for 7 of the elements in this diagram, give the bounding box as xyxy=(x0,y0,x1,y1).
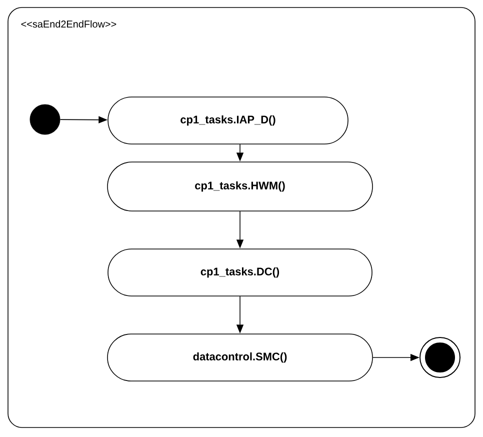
action-box: cp1_tasks.IAP_D() xyxy=(108,96,348,144)
initial-node xyxy=(30,104,60,135)
frame-title: <<saEnd2EndFlow>> xyxy=(21,20,116,28)
final-node xyxy=(420,337,460,378)
action-box: cp1_tasks.HWM() xyxy=(107,162,373,212)
action-box: datacontrol.SMC() xyxy=(107,334,373,382)
action-box: cp1_tasks.DC() xyxy=(108,248,372,296)
